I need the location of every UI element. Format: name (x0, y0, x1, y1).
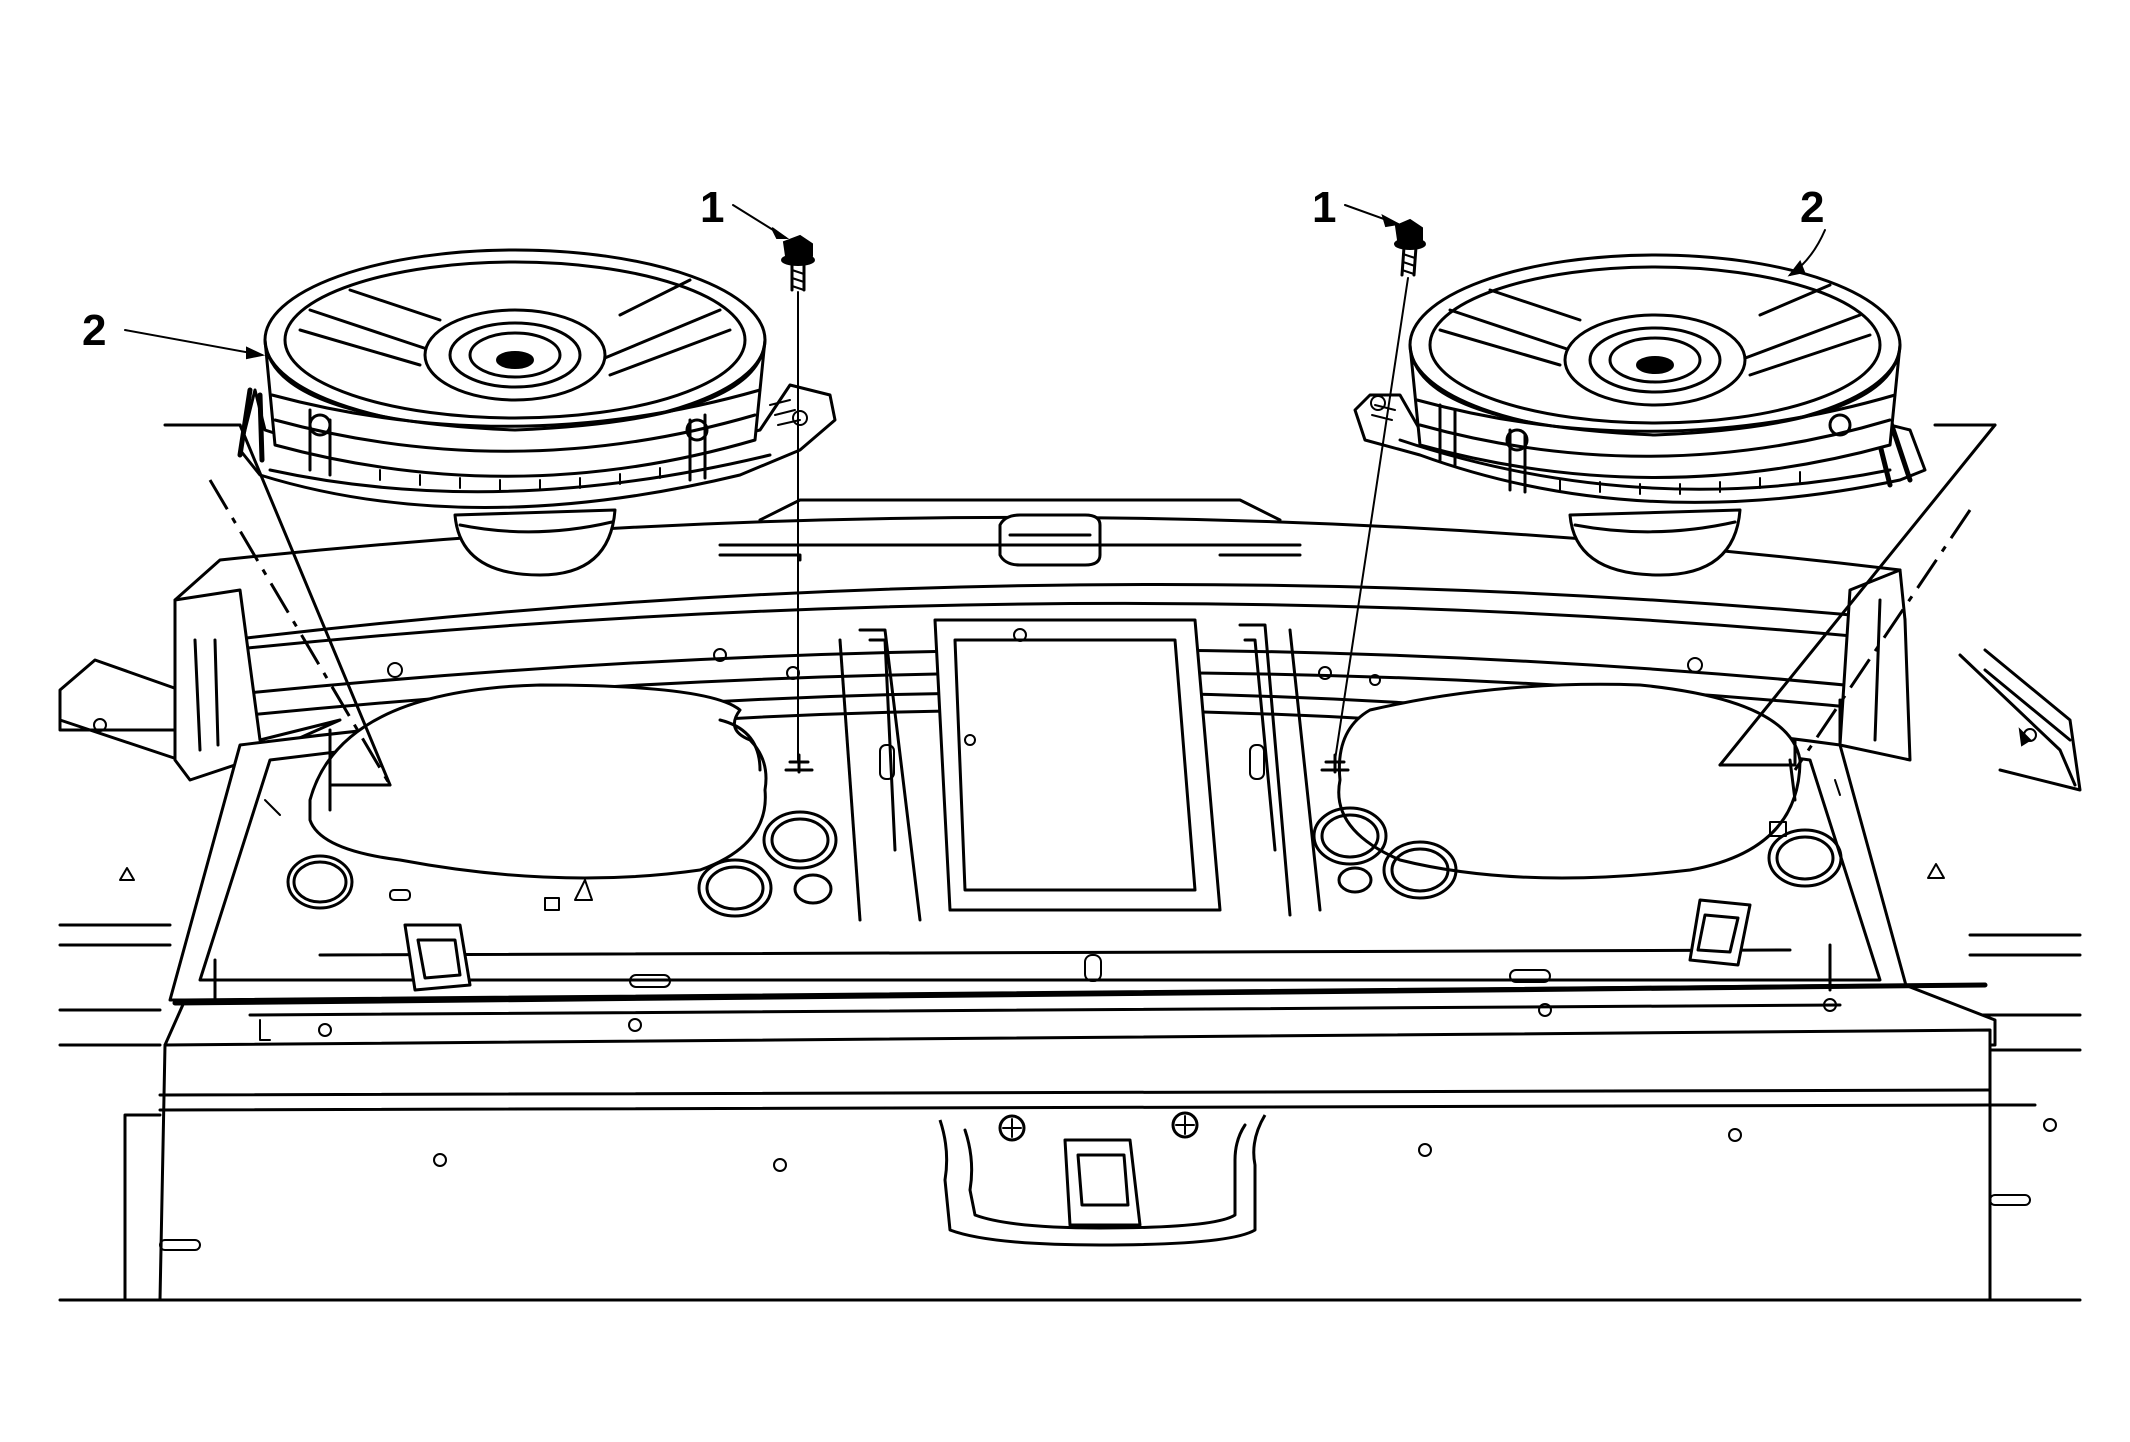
left-speaker (237, 248, 837, 577)
callout-2-left: 2 (82, 306, 106, 355)
callout-leaders (124, 204, 1826, 360)
right-speaker (1353, 253, 1927, 577)
right-detail-projection (1718, 423, 1997, 771)
callout-2-right: 2 (1800, 183, 1824, 232)
bolt-hole-markers (784, 753, 1350, 774)
rear-body-structure (58, 498, 2082, 1302)
left-bolt (781, 234, 815, 761)
right-bolt (1334, 218, 1426, 761)
callout-1-right: 1 (1312, 183, 1336, 232)
left-detail-projection (163, 423, 392, 787)
callout-1-left: 1 (700, 183, 724, 232)
